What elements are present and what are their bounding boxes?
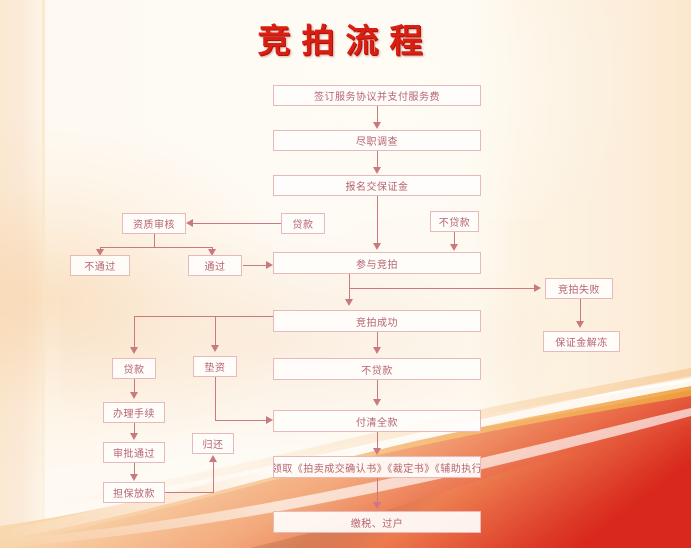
page-title: 竞拍流程: [257, 21, 434, 60]
connector-join-to-success: [349, 274, 350, 300]
connector-noloan-to-join: [454, 232, 455, 246]
node-due-diligence[interactable]: 尽职调查: [273, 130, 481, 151]
node-review-passed[interactable]: 通过: [188, 255, 242, 276]
node-auction-failed[interactable]: 竞拍失败: [545, 278, 613, 299]
connector-advance-to-payment: [215, 420, 267, 421]
arrowhead-loan-to-review: [186, 219, 193, 227]
arrowhead-sign-to-dd: [373, 122, 381, 129]
arrowhead-payment-to-docs: [373, 448, 381, 455]
node-auction-success[interactable]: 竞拍成功: [273, 310, 481, 332]
node-advance-funding[interactable]: 垫资: [193, 356, 237, 377]
node-no-loan[interactable]: 不贷款: [430, 211, 479, 232]
connector-join-to-failure: [349, 288, 535, 289]
node-approval-passed[interactable]: 审批通过: [103, 442, 165, 463]
node-review-failed[interactable]: 不通过: [70, 255, 130, 276]
arrowhead-join-to-success: [345, 299, 353, 306]
connector-success-to-advance: [215, 316, 216, 346]
connector-dd-to-deposit: [377, 151, 378, 168]
arrowhead-success-to-loan2: [130, 347, 138, 354]
arrowhead-loan2-to-process: [130, 392, 138, 399]
arrowhead-noloan2-to-payment: [373, 399, 381, 406]
connector-sign-to-dd: [377, 106, 378, 123]
node-no-loan-2[interactable]: 不贷款: [273, 358, 481, 380]
node-loan-2[interactable]: 贷款: [112, 358, 156, 379]
arrowhead-failure-to-refund: [576, 321, 584, 328]
node-loan[interactable]: 贷款: [281, 213, 325, 234]
connector-review-stub: [154, 234, 155, 248]
arrowhead-release-to-return: [209, 455, 217, 462]
connector-success-to-loan2: [134, 316, 135, 348]
connector-process-to-approve: [134, 423, 135, 434]
background-vertical-band: [42, 0, 45, 548]
node-sign-service-agreement[interactable]: 签订服务协议并支付服务费: [273, 85, 481, 106]
node-tax-and-transfer[interactable]: 缴税、过户: [273, 511, 481, 533]
connector-pass-to-join: [243, 265, 267, 266]
connector-approve-to-release: [134, 463, 135, 475]
connector-docs-to-tax: [377, 478, 378, 503]
connector-deposit-to-join: [377, 196, 378, 244]
connector-failure-to-refund: [580, 299, 581, 321]
arrowhead-join-to-failure: [534, 284, 541, 292]
arrowhead-review-to-fail: [96, 249, 104, 256]
connector-loan2-to-process: [134, 379, 135, 393]
connector-payment-to-docs: [377, 432, 378, 449]
arrowhead-process-to-approve: [130, 433, 138, 440]
arrowhead-approve-to-release: [130, 474, 138, 481]
node-guaranteed-disbursement[interactable]: 担保放款: [103, 482, 165, 503]
connector-success-left-bus: [134, 316, 273, 317]
node-full-payment[interactable]: 付清全款: [273, 410, 481, 432]
connector-noloan2-to-payment: [377, 380, 378, 400]
connector-success-to-noloan: [377, 332, 378, 348]
connector-release-to-return-v: [213, 462, 214, 493]
arrowhead-noloan-to-join: [450, 244, 458, 251]
connector-release-to-return-h: [165, 492, 213, 493]
node-process-formalities[interactable]: 办理手续: [103, 402, 165, 423]
connector-review-split: [100, 247, 212, 248]
node-join-auction[interactable]: 参与竞拍: [273, 252, 481, 274]
connector-advance-down: [215, 377, 216, 421]
node-register-deposit[interactable]: 报名交保证金: [273, 175, 481, 196]
arrowhead-dd-to-deposit: [373, 167, 381, 174]
arrowhead-docs-to-tax: [373, 502, 381, 509]
node-repayment[interactable]: 归还: [192, 433, 234, 454]
node-deposit-unfrozen[interactable]: 保证金解冻: [543, 331, 620, 352]
arrowhead-advance-to-payment: [266, 416, 273, 424]
arrowhead-deposit-to-join: [373, 243, 381, 250]
arrowhead-pass-to-join: [266, 261, 273, 269]
node-collect-documents[interactable]: 领取《拍卖成交确认书》《裁定书》《辅助执行: [273, 456, 481, 478]
node-qualification-review[interactable]: 资质审核: [122, 213, 186, 234]
arrowhead-success-to-noloan: [373, 347, 381, 354]
arrowhead-review-to-pass: [208, 249, 216, 256]
connector-loan-to-review: [192, 223, 282, 224]
arrowhead-success-to-advance: [211, 345, 219, 352]
